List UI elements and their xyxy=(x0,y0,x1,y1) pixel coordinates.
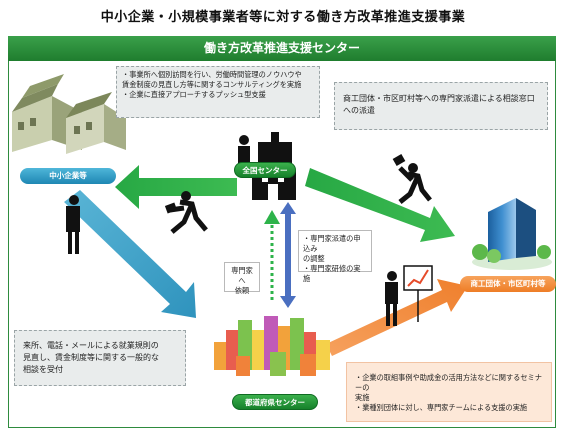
dashed-arrow-up xyxy=(264,210,280,300)
node-national-center: 全国センター xyxy=(234,162,296,178)
page-title: 中小企業・小規模事業者等に対する働き方改革推進支援事業 xyxy=(100,10,466,25)
factory-icon xyxy=(12,74,126,154)
running-man-icon xyxy=(164,191,208,234)
phone-businessman-icon xyxy=(66,195,80,254)
running-man-icon-right xyxy=(392,154,432,204)
city-icon xyxy=(214,316,330,376)
center-header: 働き方改革推進支援センター xyxy=(8,36,556,61)
note-consult: 来所、電話・メールによる就業規則の 見直し、賃金制度等に関する一般的な 相談を受… xyxy=(14,330,186,386)
node-commerce: 商工団体・市区町村等 xyxy=(460,276,556,292)
two-way-arrow xyxy=(280,202,296,308)
node-sme: 中小企業等 xyxy=(20,168,116,184)
note-request: ・専門家派遣の申込み の調整 ・専門家研修の実施 xyxy=(298,230,372,283)
tower-icon xyxy=(472,198,552,270)
blue-arrow xyxy=(64,190,196,318)
presenter-icon xyxy=(385,265,433,326)
green-arrow-right xyxy=(305,168,455,242)
note-visit: ・事業所へ個別訪問を行い、労働時間管理のノウハウや 賃金制度の見直し方等に関する… xyxy=(116,66,320,118)
note-dispatch: 商工団体・市区町村等への専門家派遣による相談窓口 への派遣 xyxy=(334,82,548,130)
note-expert-request: 専門家へ 依頼 xyxy=(224,262,260,295)
node-prefecture-center: 都道府県センター xyxy=(232,394,318,410)
green-arrow-left xyxy=(115,165,237,209)
note-seminar: ・企業の取組事例や助成金の活用方法などに関するセミナーの 実施 ・業種別団体に対… xyxy=(346,362,552,422)
businessman-icon xyxy=(238,135,250,164)
